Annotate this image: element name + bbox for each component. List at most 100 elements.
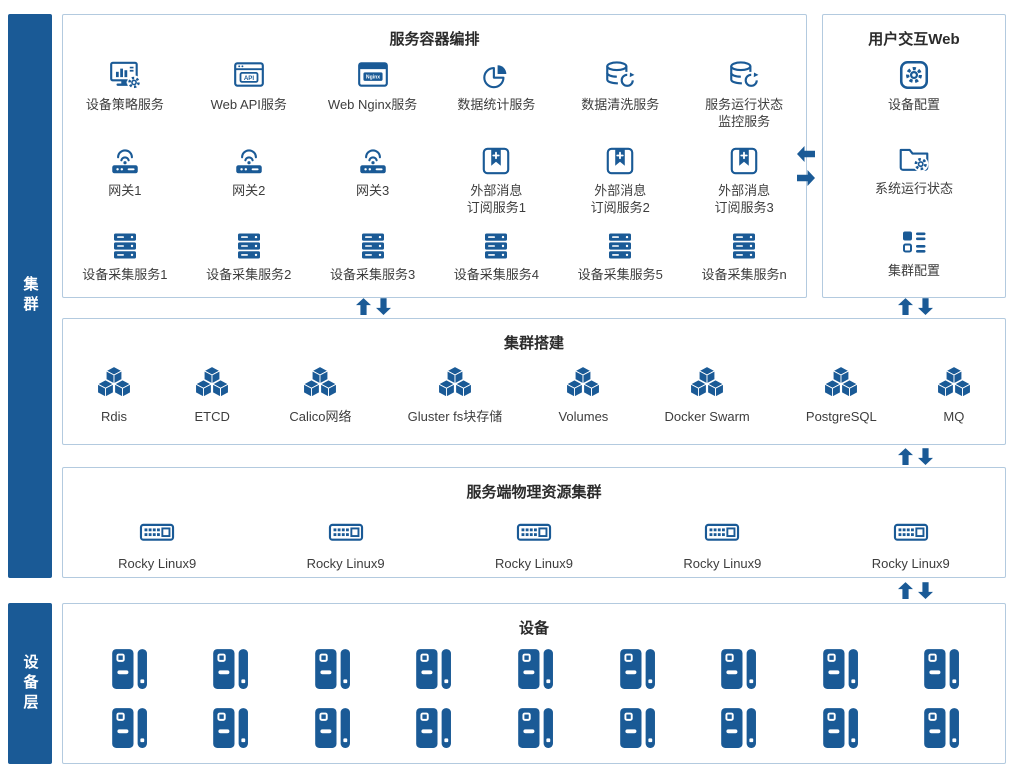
sidebar-cluster-label: 集群 [8,14,52,578]
access-device-icon [918,706,962,750]
access-device-icon [817,706,861,750]
node-label: Gluster fs块存储 [407,409,503,424]
bookmark-plus-icon [479,144,513,178]
node-label: Rocky Linux9 [306,556,385,571]
nginx-window-icon [356,58,390,92]
node-data-statistics-service: 数据统计服务 [435,58,559,134]
arrow-right-icon [796,170,816,186]
server-host-icon [889,513,933,551]
arrow-up-icon [356,298,371,315]
server-host-icon [135,513,179,551]
sidebar-device-layer-label: 设备层 [8,603,52,764]
device-node [585,639,687,698]
node-label: 设备采集服务5 [577,267,663,282]
arrow-up-icon [898,582,913,599]
access-device-icon [309,706,353,750]
folder-gear-icon [897,142,931,176]
server-host-icon [512,513,556,551]
device-node [788,698,890,757]
node-docker-swarm: Docker Swarm [664,362,750,426]
wifi-router-icon [108,144,142,178]
device-node [889,698,991,757]
node-label: 网关1 [108,183,142,198]
access-device-icon [207,647,251,691]
arrow-up-icon [898,298,913,315]
cubes-icon [820,362,862,404]
access-device-icon [614,706,658,750]
node-label: 设备策略服务 [85,97,164,112]
node-gateway-1: 网关1 [63,144,187,220]
device-node [483,698,585,757]
node-label: 设备采集服务4 [453,267,540,282]
cubes-icon [562,362,604,404]
node-label: Rocky Linux9 [871,556,950,571]
node-status-monitor-service: 服务运行状态 监控服务 [682,58,806,134]
cubes-icon [686,362,728,404]
node-label: Volumes [558,409,609,424]
access-device-icon [207,706,251,750]
node-rdis: Rdis [93,362,135,426]
node-label: Calico网络 [289,409,352,424]
node-label: 外部消息 订阅服务3 [714,183,774,215]
cluster-setup-row: Rdis ETCD Calico网络 Gluster fs块存储 Volumes… [63,352,1005,426]
device-node [280,698,382,757]
bookmark-plus-icon [727,144,761,178]
node-label: 设备采集服务n [701,267,787,282]
orchestration-row-1: 设备策略服务 Web API服务 Web Nginx服务 数据统计服务 数据清洗… [63,48,806,134]
wifi-router-icon [232,144,266,178]
node-label: 外部消息 订阅服务1 [466,183,527,215]
bookmark-plus-icon [603,144,637,178]
server-stack-icon [604,230,636,262]
arrow-down-icon [918,582,933,599]
access-device-icon [106,706,150,750]
node-postgresql: PostgreSQL [806,362,877,426]
panel-title: 集群搭建 [503,335,564,352]
cubes-icon [93,362,135,404]
node-collect-service-3: 设备采集服务3 [311,230,435,306]
node-label: Web Nginx服务 [327,97,418,112]
cluster-label: 集群 [21,276,39,316]
gear-square-icon [897,58,931,92]
node-label: 数据统计服务 [457,97,536,112]
node-label: 设备采集服务1 [82,267,168,282]
server-stack-icon [233,230,265,262]
api-window-icon [232,58,266,92]
node-web-api-service: Web API服务 [187,58,311,134]
access-device-icon [715,706,759,750]
node-device-config: 设备配置 [823,58,1005,142]
cubes-icon [191,362,233,404]
node-label: Rocky Linux9 [494,556,573,571]
node-rocky-5: Rocky Linux9 [872,513,950,573]
arrow-down-icon [376,298,391,315]
access-device-icon [410,647,454,691]
access-device-icon [309,647,353,691]
node-system-status: 系统运行状态 [823,142,1005,226]
arrow-down-icon [918,448,933,465]
access-device-icon [614,647,658,691]
device-layer-label: 设备层 [21,653,39,714]
node-label: MQ [943,409,965,424]
node-device-policy-service: 设备策略服务 [63,58,187,134]
server-host-icon [700,513,744,551]
physical-cluster-row: Rocky Linux9 Rocky Linux9 Rocky Linux9 R… [63,501,1005,573]
orchestration-row-2: 网关1 网关2 网关3 外部消息 订阅服务1 外部消息 订阅服务2 外部消息 订… [63,134,806,220]
device-node [483,639,585,698]
node-subscribe-service-2: 外部消息 订阅服务2 [558,144,682,220]
node-label: 网关2 [232,183,266,198]
server-stack-icon [109,230,141,262]
panel-devices: 设备 [62,603,1006,764]
node-calico-network: Calico网络 [289,362,351,426]
node-label: 设备采集服务2 [206,267,292,282]
node-label: Web API服务 [210,97,287,112]
server-host-icon [324,513,368,551]
node-label: Rocky Linux9 [118,556,197,571]
node-rocky-3: Rocky Linux9 [495,513,573,573]
device-node [77,639,179,698]
node-gateway-2: 网关2 [187,144,311,220]
node-cluster-config: 集群配置 [823,226,1005,310]
device-node [179,698,281,757]
list-config-icon [898,226,930,258]
panel-title: 服务容器编排 [389,31,480,48]
node-label: Docker Swarm [664,409,750,424]
node-label: 数据清洗服务 [581,97,660,112]
